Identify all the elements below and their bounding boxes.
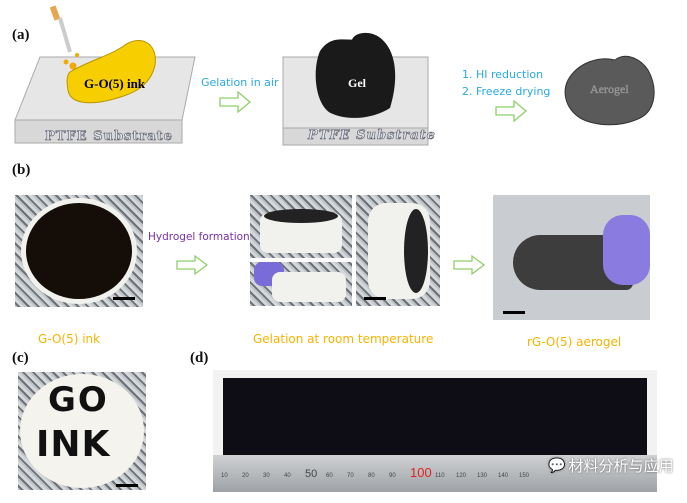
scale-bar [113, 297, 135, 300]
dropper-icon [49, 5, 72, 53]
caption-aerogel: rG-O(5) aerogel [527, 335, 622, 349]
arrow-4 [453, 254, 486, 276]
step-hi-reduction: 1. HI reduction [462, 68, 544, 81]
panel-label-c: (c) [12, 350, 29, 366]
ruler-tick-label: 90 [389, 473, 396, 479]
ruler-tick-label: 60 [326, 473, 333, 479]
ruler-tick-label: 150 [519, 473, 530, 479]
aerogel-blob [564, 55, 655, 126]
arrow-1 [219, 90, 252, 114]
ruler-tick-label: 20 [242, 473, 249, 479]
scale-bar [116, 484, 138, 487]
aerogel-label: Aerogel [590, 82, 629, 96]
ruler-tick-label: 140 [498, 473, 509, 479]
ink-text: INK [36, 424, 111, 465]
ruler-tick-label: 50 [305, 468, 318, 480]
ruler-tick-label: 10 [221, 473, 228, 479]
ruler-tick-label: 80 [368, 473, 375, 479]
gel-label: Gel [348, 76, 366, 90]
ruler-tick-label: 70 [347, 473, 354, 479]
wechat-icon: 💬 [548, 457, 566, 474]
go-text: GO [48, 380, 109, 420]
panel-a-schematic [14, 5, 655, 146]
caption-go-ink: G-O(5) ink [38, 332, 101, 346]
substrate-label-1: PTFE Substrate [45, 129, 173, 145]
panel-label-b: (b) [12, 162, 31, 178]
caption-gelation: Gelation at room temperature [253, 332, 434, 346]
scale-bar [364, 297, 386, 300]
scale-bar [503, 311, 525, 314]
panel-label-a: (a) [12, 27, 30, 43]
ruler-tick-label: 100 [410, 465, 432, 480]
photo-gel-ring-side [356, 195, 440, 306]
ruler-tick-label: 120 [456, 473, 467, 479]
ruler-tick-label: 40 [284, 473, 291, 479]
arrow-2 [495, 99, 528, 123]
ruler-tick-label: 30 [263, 473, 270, 479]
photo-gel-ring-hand [250, 262, 352, 306]
ink-blob [66, 40, 156, 104]
panel-label-d: (d) [190, 350, 209, 366]
photo-rgo-aerogel-bent [493, 195, 650, 320]
watermark-text: 材料分析与应用 [568, 457, 674, 475]
step-hydrogel-formation: Hydrogel formation [148, 231, 250, 243]
ruler-tick-label: 130 [477, 473, 488, 479]
ruler-tick-label: 110 [435, 473, 445, 479]
ink-label: G-O(5) ink [84, 76, 146, 91]
step-gelation-in-air: Gelation in air [201, 76, 279, 89]
photo-go-ink-writing: GO INK [18, 372, 146, 490]
photo-gel-ring-top [250, 195, 352, 258]
arrow-3 [176, 254, 209, 276]
substrate-label-2: PTFE Substrate [308, 128, 436, 144]
photo-go-ink-dish [15, 195, 143, 307]
watermark: 💬 材料分析与应用 [548, 455, 673, 476]
gel-blob [315, 32, 396, 118]
step-freeze-drying: 2. Freeze drying [462, 85, 551, 98]
